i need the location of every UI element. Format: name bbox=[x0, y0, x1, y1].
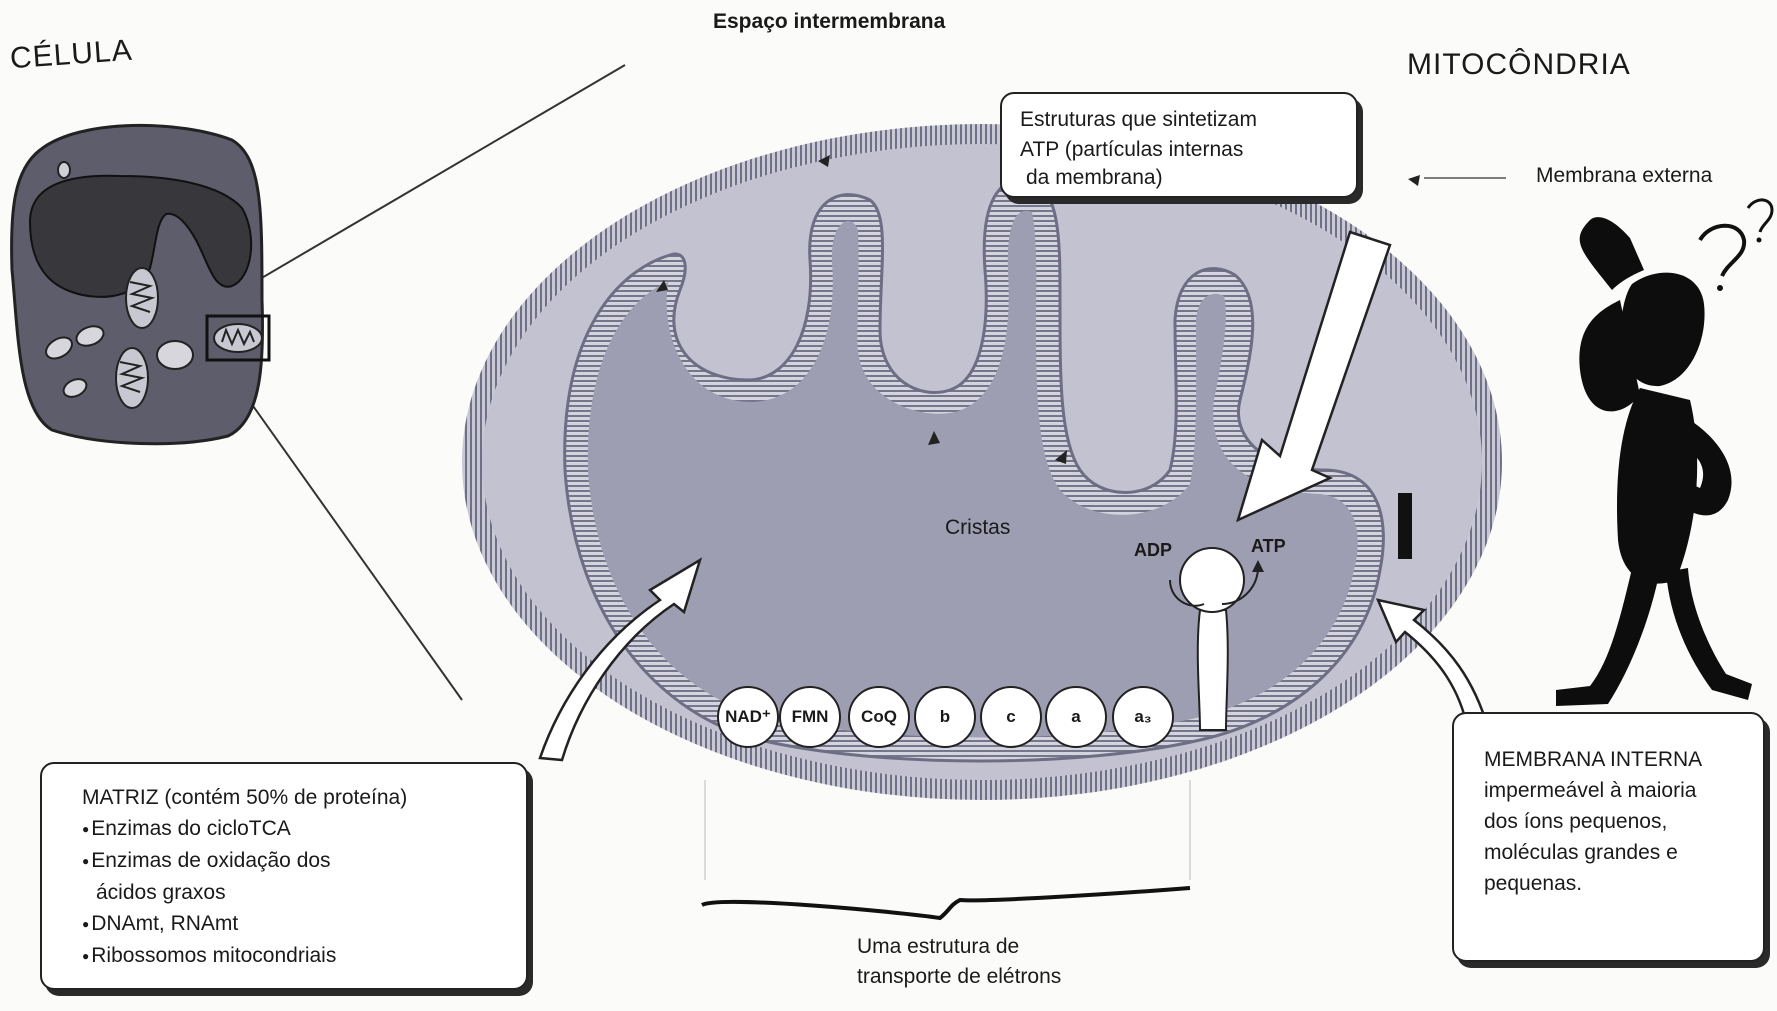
matrix-bullet: Ribossomos mitocondriais bbox=[82, 940, 502, 972]
callout-line: da membrana) bbox=[1020, 165, 1338, 191]
intermembrane-space-label: Espaço intermembrana bbox=[713, 10, 945, 34]
atp-label: ATP bbox=[1251, 536, 1286, 557]
matrix-bullet: DNAmt, RNAmt bbox=[82, 908, 502, 940]
cell-vesicle bbox=[58, 162, 70, 178]
nad-molecule: NAD⁺ bbox=[717, 686, 779, 748]
inner-membrane-line: impermeável à maioria bbox=[1484, 775, 1747, 806]
inner-membrane-line: moléculas grandes e bbox=[1484, 837, 1747, 868]
electron-transport-label-line1: Uma estrutura de bbox=[857, 935, 1019, 959]
cristae-label: Cristas bbox=[945, 516, 1010, 540]
cytochrome-b-molecule: b bbox=[914, 686, 976, 748]
coq-molecule: CoQ bbox=[848, 686, 910, 748]
inner-membrane-line: dos íons pequenos, bbox=[1484, 806, 1747, 837]
inner-membrane-callout: MEMBRANA INTERNA impermeável à maioria d… bbox=[1452, 712, 1765, 962]
outer-membrane-label: Membrana externa bbox=[1536, 164, 1712, 188]
matrix-bullet: Enzimas do cicloTCA bbox=[82, 813, 502, 845]
matrix-heading: MATRIZ (contém 50% de proteína) bbox=[82, 782, 502, 813]
fmn-molecule: FMN bbox=[779, 686, 841, 748]
zoom-line-bottom bbox=[236, 382, 462, 700]
matrix-bullet-text: DNAmt, RNAmt bbox=[91, 912, 238, 935]
cytochrome-a3-molecule: a₃ bbox=[1112, 686, 1174, 748]
cell-vesicle bbox=[157, 341, 193, 369]
thinking-figure-illustration bbox=[1556, 200, 1772, 706]
matrix-bullet-text: Enzimas do cicloTCA bbox=[91, 817, 291, 840]
matrix-bullet: Enzimas de oxidação dos bbox=[82, 845, 502, 877]
matrix-bullet-continuation: ácidos graxos bbox=[82, 877, 502, 908]
matrix-callout: MATRIZ (contém 50% de proteína) Enzimas … bbox=[40, 762, 528, 990]
membrane-particle-bar bbox=[1398, 493, 1412, 559]
inner-membrane-line: pequenas. bbox=[1484, 868, 1747, 899]
mitochondria-title: MITOCÔNDRIA bbox=[1407, 48, 1631, 82]
cell-mitochondrion bbox=[116, 348, 148, 408]
cytochrome-a-molecule: a bbox=[1045, 686, 1107, 748]
electron-transport-label-line2: transporte de elétrons bbox=[857, 965, 1061, 989]
atp-synthase-callout: Estruturas que sintetizam ATP (partícula… bbox=[1000, 92, 1358, 198]
matrix-bullet-text: Enzimas de oxidação dos bbox=[91, 849, 330, 872]
marker-arrowhead bbox=[1408, 175, 1420, 186]
cytochrome-c-molecule: c bbox=[980, 686, 1042, 748]
cell-mitochondrion bbox=[126, 268, 158, 328]
adp-label: ADP bbox=[1134, 540, 1172, 561]
mitochondrion bbox=[462, 124, 1506, 800]
cell-mitochondrion-highlighted bbox=[214, 324, 262, 352]
callout-line: ATP (partículas internas bbox=[1020, 135, 1338, 165]
matrix-bullet-text: Ribossomos mitocondriais bbox=[91, 944, 336, 967]
zoom-line-top bbox=[248, 65, 625, 286]
cell-illustration bbox=[12, 125, 269, 443]
electron-transport-bracket bbox=[702, 780, 1190, 918]
inner-membrane-line: MEMBRANA INTERNA bbox=[1484, 744, 1747, 775]
callout-line: Estruturas que sintetizam bbox=[1020, 104, 1338, 135]
